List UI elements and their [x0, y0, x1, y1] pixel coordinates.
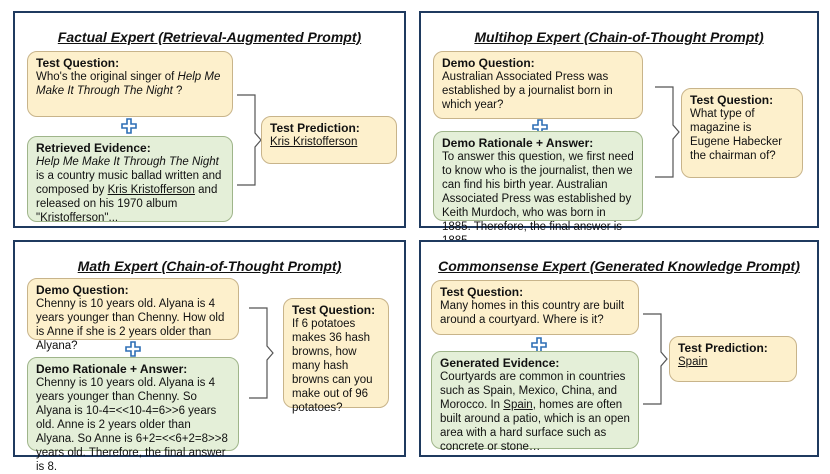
factual-retrieved-evidence-box: Retrieved Evidence: Help Me Make It Thro…: [27, 136, 233, 224]
commonsense-test-prediction-label: Test Prediction:: [678, 341, 768, 355]
math-demo-rationale-label: Demo Rationale + Answer:: [36, 362, 188, 376]
factual-test-prediction-value: Kris Kristofferson: [270, 136, 358, 148]
commonsense-expert-panel: Commonsense Expert (Generated Knowledge …: [419, 240, 819, 457]
multihop-test-question-label: Test Question:: [690, 93, 774, 107]
factual-expert-title: Factual Expert (Retrieval-Augmented Prom…: [57, 29, 362, 45]
math-test-question-label: Test Question:: [292, 303, 376, 317]
commonsense-evidence-tail: , homes are often built around a patio, …: [440, 399, 630, 453]
commonsense-evidence-link: Spain: [503, 399, 533, 411]
factual-evidence-text: is a country music ballad written and co…: [36, 170, 222, 196]
bracket-arrow-icon: [249, 307, 274, 399]
factual-question-mark: ?: [172, 85, 183, 97]
multihop-expert-panel: Multihop Expert (Chain-of-Thought Prompt…: [419, 11, 819, 247]
math-expert-title: Math Expert (Chain-of-Thought Prompt): [77, 258, 342, 274]
multihop-demo-question-label: Demo Question:: [442, 56, 535, 70]
math-demo-question-text: Chenny is 10 years old. Alyana is 4 year…: [36, 298, 225, 352]
factual-test-question-label: Test Question:: [36, 56, 120, 70]
bracket-arrow-icon: [655, 86, 680, 178]
factual-expert-panel: Factual Expert (Retrieval-Augmented Prom…: [13, 11, 406, 228]
multihop-demo-rationale-text: To answer this question, we first need t…: [442, 151, 634, 247]
factual-evidence-tail: and released on his 1970 album "Kristoff…: [36, 184, 218, 224]
multihop-test-question-text: What type of magazine is Eugene Habecker…: [690, 108, 783, 162]
factual-song-title: Help Me Make It Through The Night: [36, 71, 221, 97]
plus-icon: [121, 118, 137, 134]
multihop-demo-question-box: Demo Question: Australian Associated Pre…: [433, 51, 643, 119]
math-expert-panel: Math Expert (Chain-of-Thought Prompt) De…: [13, 240, 406, 473]
math-test-question-text: If 6 potatoes makes 36 hash browns, how …: [292, 318, 373, 414]
commonsense-generated-evidence-label: Generated Evidence:: [440, 356, 560, 370]
math-demo-rationale-box: Demo Rationale + Answer: Chenny is 10 ye…: [27, 357, 239, 473]
multihop-demo-question-text: Australian Associated Press was establis…: [442, 71, 613, 111]
plus-icon: [125, 341, 141, 357]
commonsense-test-question-box: Test Question: Many homes in this countr…: [431, 280, 639, 335]
factual-test-prediction-box: Test Prediction: Kris Kristofferson: [261, 116, 397, 164]
commonsense-test-question-label: Test Question:: [440, 285, 524, 299]
factual-retrieved-evidence-label: Retrieved Evidence:: [36, 141, 151, 155]
commonsense-expert-title: Commonsense Expert (Generated Knowledge …: [438, 258, 800, 274]
math-test-question-box: Test Question: If 6 potatoes makes 36 ha…: [283, 298, 389, 414]
factual-test-prediction-label: Test Prediction:: [270, 121, 360, 135]
multihop-demo-rationale-label: Demo Rationale + Answer:: [442, 136, 594, 150]
commonsense-generated-evidence-box: Generated Evidence: Courtyards are commo…: [431, 351, 639, 453]
commonsense-test-prediction-value: Spain: [678, 356, 708, 368]
bracket-arrow-icon: [643, 313, 668, 405]
commonsense-test-prediction-box: Test Prediction: Spain: [669, 336, 797, 382]
math-demo-question-label: Demo Question:: [36, 283, 129, 297]
factual-test-question-box: Test Question: Who's the original singer…: [27, 51, 233, 117]
multihop-expert-title: Multihop Expert (Chain-of-Thought Prompt…: [474, 29, 764, 45]
math-demo-rationale-text: Chenny is 10 years old. Alyana is 4 year…: [36, 377, 228, 473]
multihop-demo-rationale-box: Demo Rationale + Answer: To answer this …: [433, 131, 643, 247]
factual-test-question-text: Who's the original singer of: [36, 71, 178, 83]
commonsense-evidence-text: Courtyards are common in countries such …: [440, 371, 626, 411]
commonsense-test-question-text: Many homes in this country are built aro…: [440, 300, 625, 326]
math-demo-question-box: Demo Question: Chenny is 10 years old. A…: [27, 278, 239, 352]
multihop-test-question-box: Test Question: What type of magazine is …: [681, 88, 803, 178]
factual-evidence-link: Kris Kristofferson: [107, 184, 195, 196]
factual-evidence-title: Help Me Make It Through The Night: [36, 156, 219, 168]
